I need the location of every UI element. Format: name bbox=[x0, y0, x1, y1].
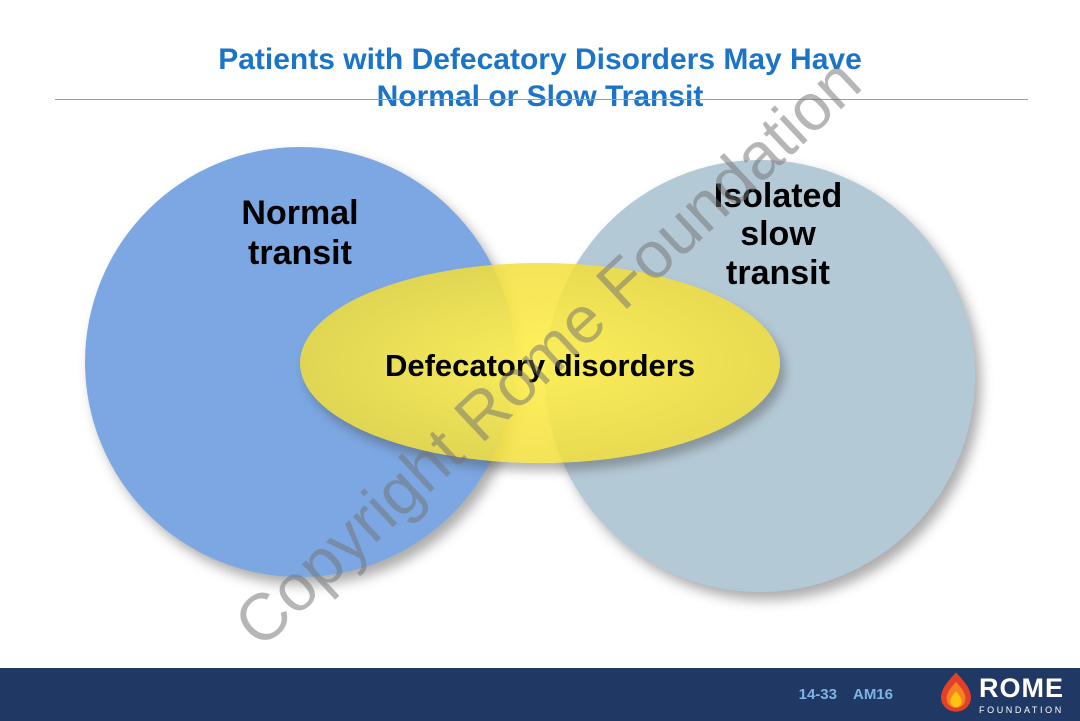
rome-logo-text-block: ROME FOUNDATION bbox=[979, 672, 1064, 715]
title-divider bbox=[55, 99, 1028, 100]
session-code: AM16 bbox=[852, 686, 893, 703]
normal-transit-label: Normal transit bbox=[241, 194, 359, 273]
rome-foundation-logo: ROME FOUNDATION bbox=[941, 672, 1064, 717]
defecatory-disorders-label: Defecatory disorders bbox=[384, 348, 696, 383]
isolated-slow-transit-label: Isolated slow transit bbox=[713, 177, 843, 292]
slide-number: 14-33 bbox=[798, 686, 837, 703]
footer-bar: 14-33 AM16 ROME FOUNDATION bbox=[0, 668, 1080, 721]
slide-title: Patients with Defecatory Disorders May H… bbox=[0, 42, 1080, 116]
rome-flame-icon bbox=[941, 672, 971, 717]
title-line-1: Patients with Defecatory Disorders May H… bbox=[218, 43, 862, 77]
defecatory-disorders-ellipse bbox=[300, 263, 780, 463]
rome-logo-subtext: FOUNDATION bbox=[979, 704, 1064, 715]
rome-logo-name: ROME bbox=[979, 672, 1064, 703]
title-line-2: Normal or Slow Transit bbox=[376, 79, 704, 113]
